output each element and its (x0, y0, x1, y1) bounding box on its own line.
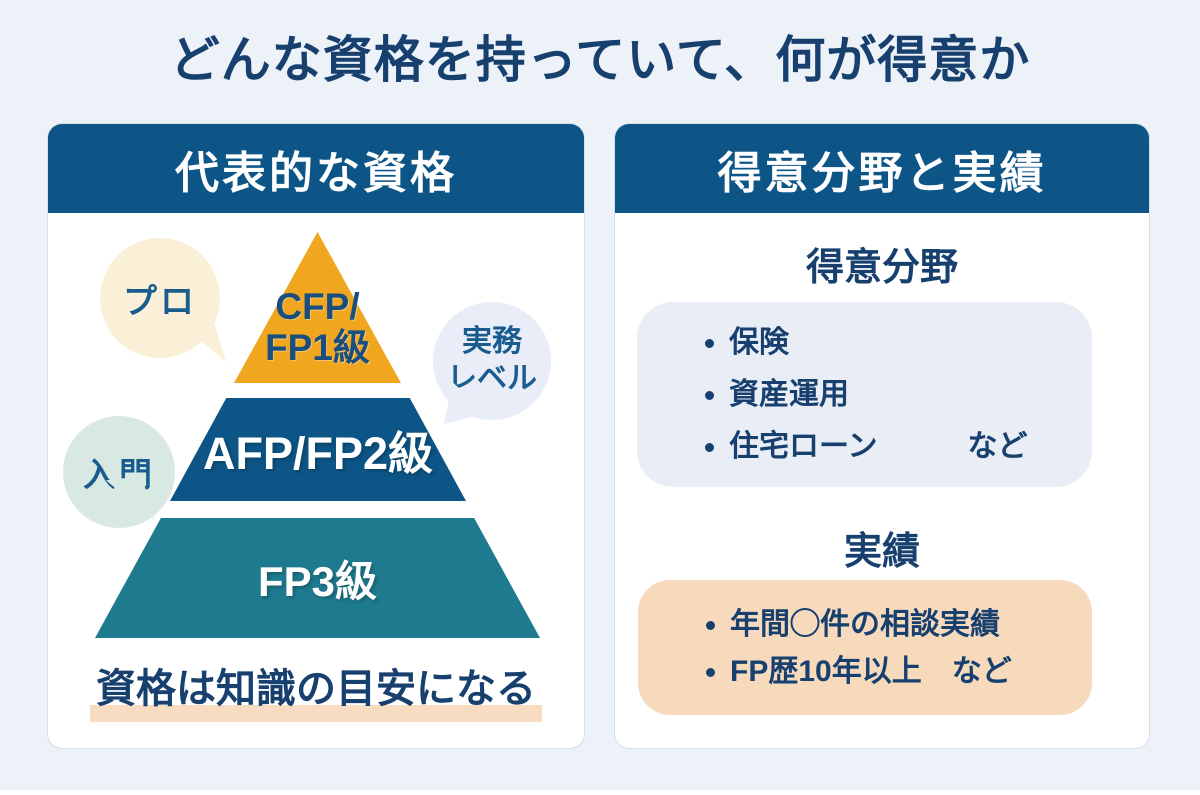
pyramid-level-cfp-fp1-label: CFP/ FP1級 (189, 286, 446, 369)
qualifications-panel-title: 代表的な資格 (175, 148, 457, 198)
specialty-panel-title: 得意分野と実績 (717, 148, 1047, 198)
results-item: 年間◯件の相談実績 (730, 601, 1092, 648)
specialty-panel-header: 得意分野と実績 (615, 124, 1149, 213)
pyramid-level-cfp-fp1: CFP/ FP1級 (234, 232, 401, 383)
pyramid-level-afp-fp2-label: AFP/FP2級 (202, 428, 434, 479)
practical-level-line2: レベル (447, 362, 537, 395)
speech-bubble-pro-label: プロ (123, 282, 197, 321)
qualifications-caption: 資格は知識の目安になる (48, 656, 584, 724)
specialty-heading: 得意分野 (805, 247, 958, 289)
specialty-item: 資産運用 (729, 369, 1092, 421)
bottom-white-strip (0, 790, 1200, 795)
results-box: 年間◯件の相談実績 FP歴10年以上 など (638, 580, 1092, 715)
practical-level-line1: 実務 (462, 325, 522, 359)
cfp-line2: FP1級 (265, 327, 370, 369)
specialty-item: 保険 (729, 317, 1092, 369)
speech-bubble-beginner: 入門 (63, 416, 175, 528)
results-list: 年間◯件の相談実績 FP歴10年以上 など (638, 601, 1092, 695)
qualifications-caption-text: 資格は知識の目安になる (90, 656, 542, 724)
specialty-panel: 得意分野と実績 得意分野 保険 資産運用 住宅ローン など 実績 年間◯件の相談… (615, 124, 1149, 748)
cfp-line1: CFP/ (275, 286, 360, 327)
results-heading: 実績 (843, 531, 920, 573)
pyramid-level-fp3: FP3級 (95, 518, 540, 638)
specialty-item: 住宅ローン など (729, 421, 1092, 473)
pyramid-level-fp3-label: FP3級 (257, 557, 378, 605)
pyramid-trapezoid-shape (170, 398, 466, 501)
qualifications-panel: 代表的な資格 CFP/ FP1級 AFP/FP2級 FP3級 プロ 実務 レベル… (48, 124, 584, 748)
pyramid-trapezoid-shape (95, 518, 540, 638)
specialty-box: 保険 資産運用 住宅ローン など (637, 302, 1092, 487)
qualifications-panel-header: 代表的な資格 (48, 124, 584, 213)
page-title: どんな資格を持っていて、何が得意か (169, 32, 1031, 88)
pyramid-level-afp-fp2: AFP/FP2級 (170, 398, 466, 501)
specialty-list: 保険 資産運用 住宅ローン など (637, 317, 1092, 473)
results-item: FP歴10年以上 など (730, 648, 1092, 695)
